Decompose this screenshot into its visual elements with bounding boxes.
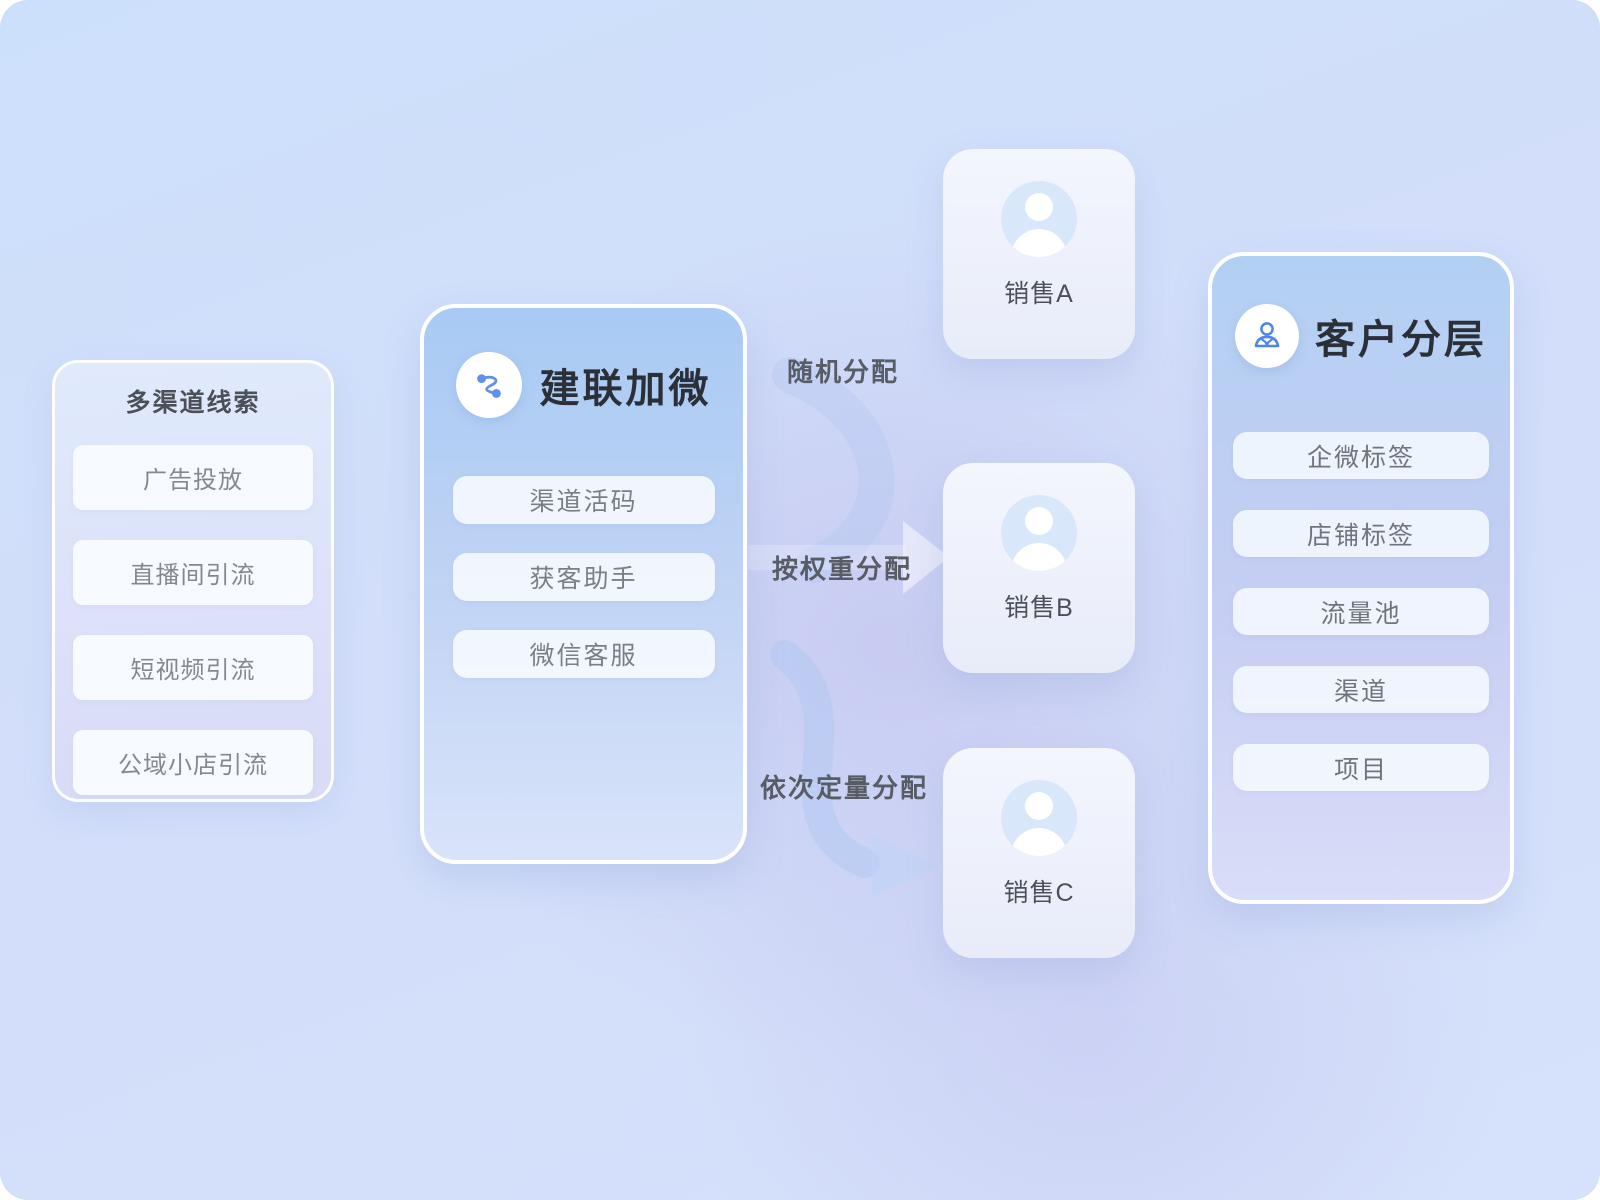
multi-channel-leads-card: 多渠道线索 广告投放 直播间引流 短视频引流 公域小店引流 <box>52 360 334 802</box>
route-icon-circle <box>455 352 522 418</box>
connect-item-acquisition-assistant: 获客助手 <box>452 553 715 601</box>
customer-segmentation-card: 客户分层 企微标签 店铺标签 流量池 渠道 项目 <box>1208 252 1514 904</box>
leads-item-list: 广告投放 直播间引流 短视频引流 公域小店引流 <box>73 445 313 795</box>
route-icon <box>476 374 501 398</box>
segment-item-list: 企微标签 店铺标签 流量池 渠道 项目 <box>1212 432 1510 791</box>
flow-label-weighted-assign: 按权重分配 <box>772 554 913 584</box>
sales-c-card: 销售C <box>943 748 1135 958</box>
flow-label-random-assign: 随机分配 <box>787 357 900 387</box>
lead-item-livestream: 直播间引流 <box>73 540 313 605</box>
connect-wechat-card: 建联加微 渠道活码 获客助手 微信客服 <box>420 304 747 864</box>
swoosh-bottom-curve <box>770 640 880 878</box>
sales-c-label: 销售C <box>1003 879 1075 907</box>
connect-item-channel-qr: 渠道活码 <box>452 476 715 524</box>
sales-b-avatar-icon <box>1001 495 1077 571</box>
sales-c-avatar-icon <box>1001 780 1077 856</box>
connect-card-header: 建联加微 <box>424 352 743 418</box>
sales-a-avatar-icon <box>1001 181 1077 257</box>
segment-item-traffic-pool: 流量池 <box>1233 588 1489 635</box>
sales-b-card: 销售B <box>943 463 1135 673</box>
customer-icon-circle <box>1235 304 1299 368</box>
sales-a-card: 销售A <box>943 149 1135 359</box>
customer-icon <box>1254 322 1280 348</box>
lead-item-short-video: 短视频引流 <box>73 635 313 700</box>
segment-item-channel: 渠道 <box>1233 666 1489 713</box>
leads-card-title: 多渠道线索 <box>125 389 261 417</box>
lead-item-ads: 广告投放 <box>73 445 313 510</box>
segment-item-project: 项目 <box>1233 744 1489 791</box>
connect-card-title: 建联加微 <box>539 367 712 411</box>
segment-item-wecom-tag: 企微标签 <box>1233 432 1489 479</box>
arrowhead-to-sales-c <box>872 835 938 897</box>
sales-a-label: 销售A <box>1004 280 1074 308</box>
segment-item-shop-tag: 店铺标签 <box>1233 510 1489 557</box>
flow-label-sequential-assign: 依次定量分配 <box>760 773 929 803</box>
connect-item-list: 渠道活码 获客助手 微信客服 <box>424 476 743 678</box>
segment-card-title: 客户分层 <box>1315 318 1487 362</box>
sales-b-label: 销售B <box>1004 594 1074 622</box>
segment-card-header: 客户分层 <box>1212 304 1510 368</box>
lead-item-public-shop: 公域小店引流 <box>73 730 313 795</box>
connect-item-wechat-service: 微信客服 <box>452 630 715 678</box>
swoosh-top-curve <box>772 357 895 583</box>
